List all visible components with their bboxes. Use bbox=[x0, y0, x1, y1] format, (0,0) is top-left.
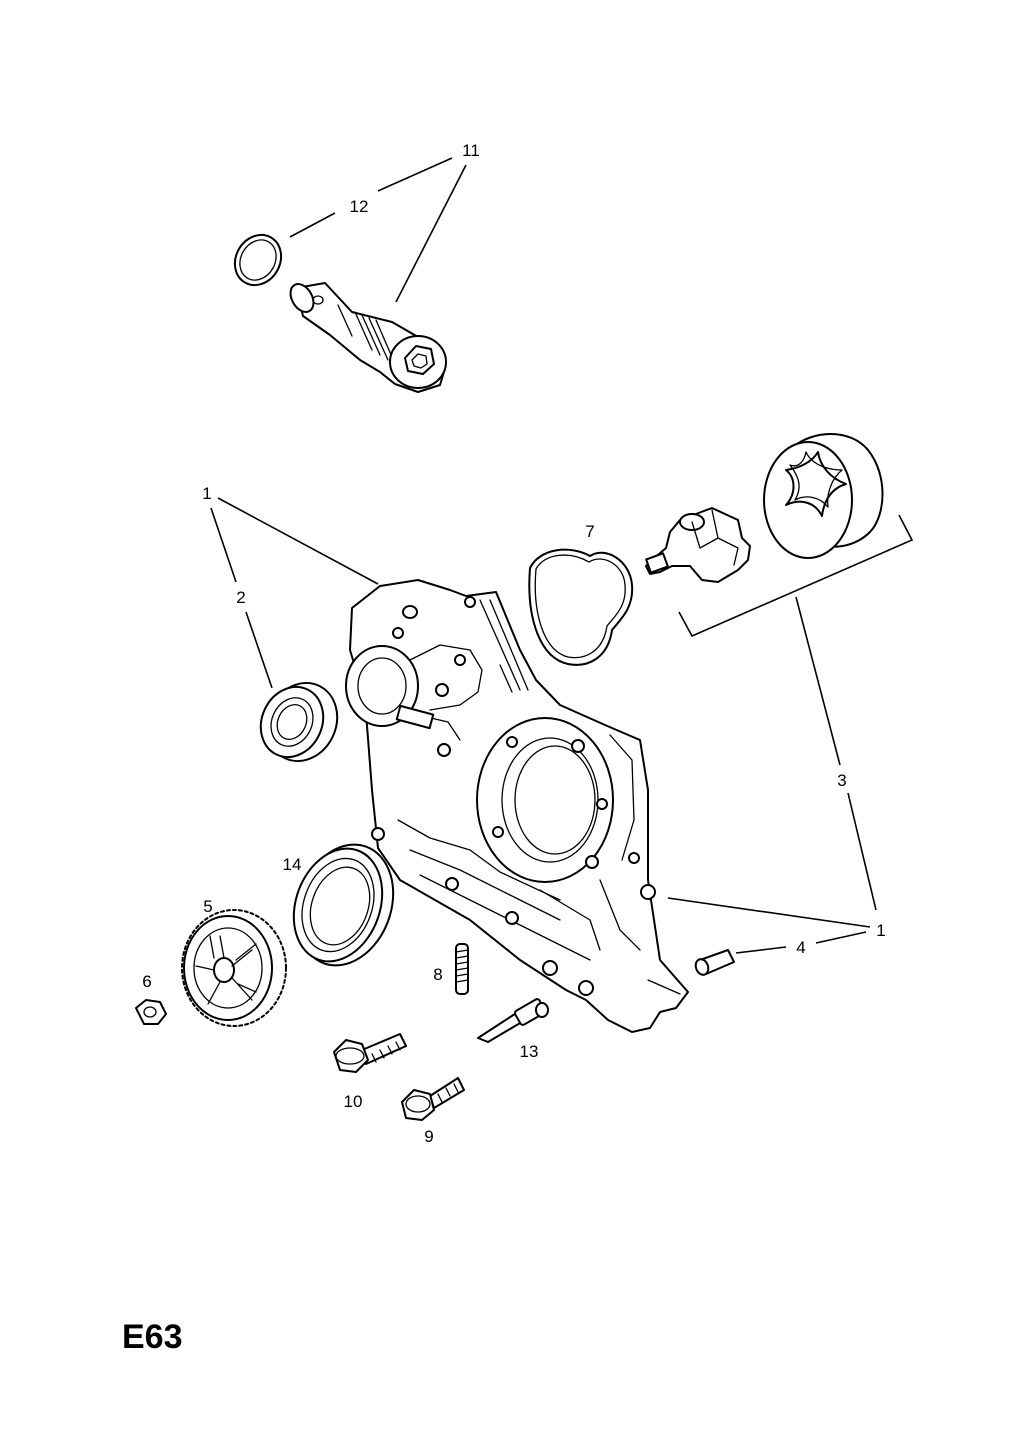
callout-10: 10 bbox=[344, 1092, 363, 1111]
gear-part-5 bbox=[181, 909, 287, 1027]
outer-rotor-part-3 bbox=[763, 433, 884, 559]
gasket-part-7 bbox=[528, 548, 634, 666]
callout-labels: 11 12 1 7 2 3 14 5 1 4 8 6 13 10 9 bbox=[142, 141, 885, 1146]
callout-1-right: 1 bbox=[876, 921, 885, 940]
callout-11: 11 bbox=[462, 141, 480, 160]
pressure-valve-part-11 bbox=[289, 282, 447, 393]
nut-part-6 bbox=[135, 999, 167, 1025]
callout-4: 4 bbox=[796, 938, 805, 957]
callout-1-top: 1 bbox=[202, 484, 211, 503]
callout-7: 7 bbox=[585, 522, 594, 541]
callout-6: 6 bbox=[142, 972, 151, 991]
callout-8: 8 bbox=[433, 965, 442, 984]
bolt-part-10 bbox=[333, 1033, 407, 1073]
callout-9: 9 bbox=[424, 1127, 433, 1146]
timing-cover-part-1 bbox=[345, 579, 689, 1033]
leader-lines bbox=[210, 157, 914, 954]
callout-2: 2 bbox=[236, 588, 245, 607]
callout-13: 13 bbox=[520, 1042, 539, 1061]
stud-part-8 bbox=[455, 943, 469, 995]
callout-12: 12 bbox=[350, 197, 369, 216]
page-code-label: E63 bbox=[122, 1318, 183, 1356]
callout-14: 14 bbox=[283, 855, 302, 874]
bolt-part-9 bbox=[401, 1077, 465, 1121]
crankshaft-seal-part-14 bbox=[292, 843, 395, 967]
o-ring-part-12 bbox=[233, 233, 283, 287]
inner-rotor-part-3 bbox=[645, 507, 751, 583]
oil-seal-part-2 bbox=[259, 682, 339, 762]
dowel-pin-part-4 bbox=[694, 949, 735, 976]
callout-3: 3 bbox=[837, 771, 846, 790]
dowel-bolt-part-13 bbox=[477, 998, 549, 1043]
callout-5: 5 bbox=[203, 897, 212, 916]
